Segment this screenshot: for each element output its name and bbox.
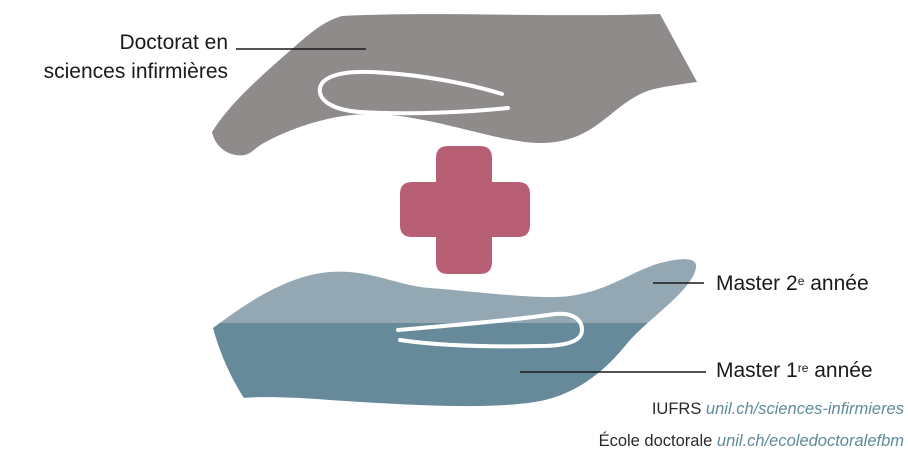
footer-iufrs-link[interactable]: unil.ch/sciences-infirmieres — [706, 400, 904, 418]
master1-label-prefix: Master 1 — [716, 359, 798, 382]
footer-ecole-doctorale-text: École doctorale — [599, 432, 717, 450]
master2-label-sup: e — [798, 274, 805, 288]
master1-label: Master 1re année — [716, 356, 873, 385]
top-hand-shape — [212, 14, 697, 155]
doctorat-label-line2: sciences infirmières — [44, 57, 228, 86]
plus-cross — [400, 146, 530, 274]
doctorat-label-line1: Doctorat en — [44, 28, 228, 57]
footer-iufrs-text: IUFRS — [652, 400, 706, 418]
footer-ecole-doctorale-link[interactable]: unil.ch/ecoledoctoralefbm — [717, 432, 904, 450]
master2-label-suffix: année — [804, 272, 868, 295]
master2-label-prefix: Master 2 — [716, 272, 798, 295]
master2-label: Master 2e année — [716, 269, 869, 298]
bottom-hand — [213, 259, 696, 406]
master1-label-suffix: année — [808, 359, 872, 382]
doctorat-label: Doctorat en sciences infirmières — [44, 28, 228, 86]
master1-label-sup: re — [798, 361, 809, 375]
top-hand — [212, 14, 697, 155]
footer-ecole-doctorale: École doctorale unil.ch/ecoledoctoralefb… — [599, 432, 904, 451]
footer-iufrs: IUFRS unil.ch/sciences-infirmieres — [652, 400, 904, 419]
